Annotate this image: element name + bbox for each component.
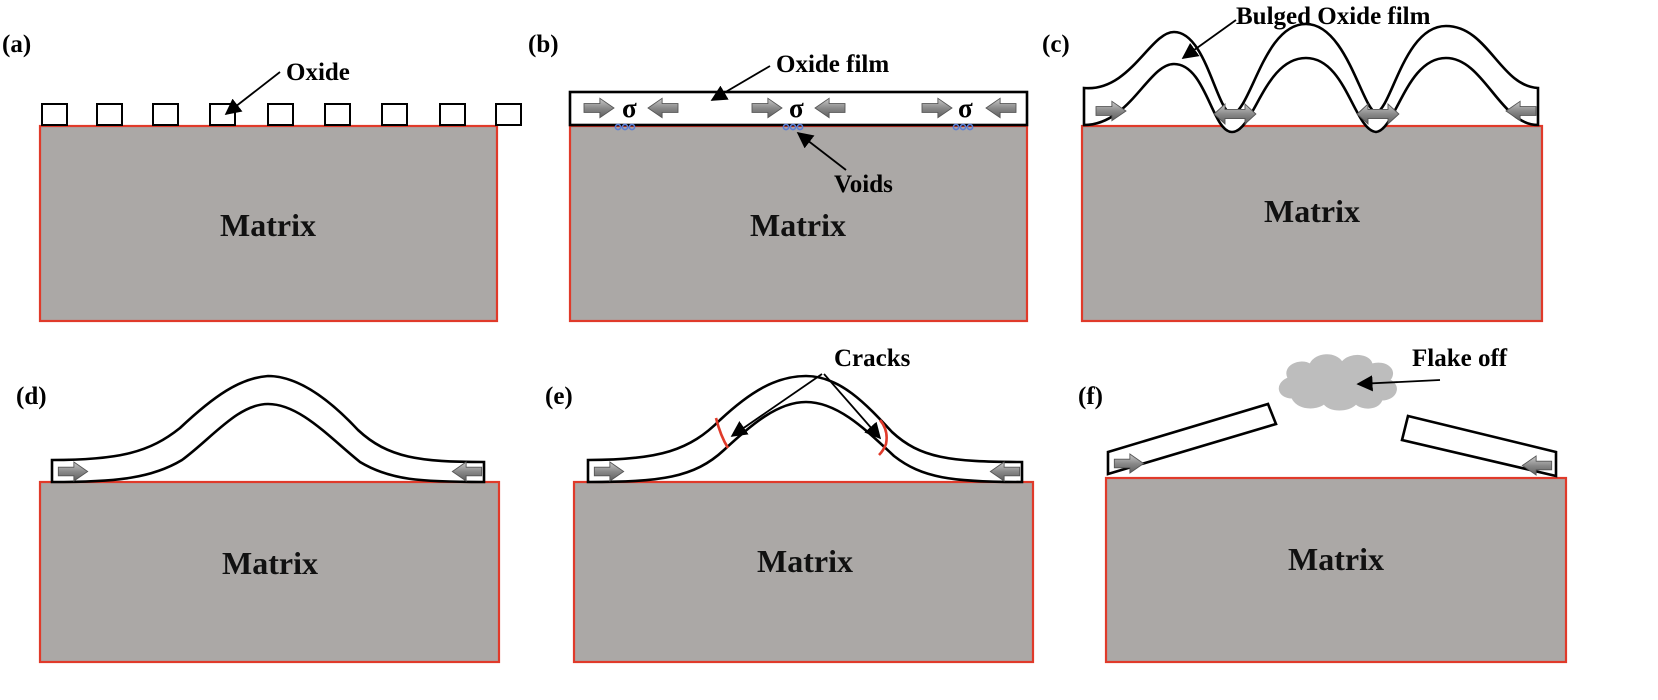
panel-f-film-right bbox=[1400, 414, 1558, 478]
crack-leader-right bbox=[823, 373, 882, 440]
panel-b-voids-label: Voids bbox=[834, 171, 893, 198]
panel-f-film-left bbox=[1106, 402, 1278, 476]
panel-c-matrix-label: Matrix bbox=[1264, 193, 1360, 229]
panel-a-matrix-label: Matrix bbox=[220, 207, 316, 243]
panel-b-letter: (b) bbox=[528, 31, 559, 58]
panel-c: (c) Bulged Oxide film Matrix bbox=[1042, 3, 1544, 323]
panel-f: (f) Flake off Matrix bbox=[1078, 345, 1568, 664]
panel-c-bulged-label: Bulged Oxide film bbox=[1236, 3, 1431, 30]
oxide-square bbox=[381, 103, 408, 126]
voids bbox=[614, 123, 974, 131]
panel-d-matrix-label: Matrix bbox=[222, 545, 318, 581]
panel-c-matrix bbox=[1080, 124, 1544, 323]
bulged-film-leader-arrow bbox=[1181, 19, 1237, 59]
crack-leader-left bbox=[730, 373, 823, 437]
panel-b: (b) σ σ σ Oxide film Voids Matrix bbox=[528, 31, 1029, 323]
panel-e-letter: (e) bbox=[545, 383, 573, 410]
panel-f-letter: (f) bbox=[1078, 383, 1103, 410]
panel-b-oxide-film-label: Oxide film bbox=[776, 51, 889, 78]
panel-c-letter: (c) bbox=[1042, 31, 1070, 58]
panel-a-oxide-squares bbox=[41, 103, 522, 126]
panel-a-letter: (a) bbox=[2, 31, 31, 58]
flake-cloud bbox=[1278, 354, 1397, 411]
panel-b-matrix bbox=[568, 124, 1029, 323]
panel-d-matrix bbox=[38, 480, 501, 664]
crack-right bbox=[878, 419, 888, 456]
panel-d-letter: (d) bbox=[16, 383, 47, 410]
panel-c-bulged-film bbox=[1082, 22, 1540, 134]
flake-leader-arrow bbox=[1356, 375, 1441, 392]
oxide-square bbox=[267, 103, 294, 126]
panel-e: (e) Cracks Matrix bbox=[545, 345, 1035, 664]
panel-a-oxide-label: Oxide bbox=[286, 59, 350, 86]
panel-f-matrix bbox=[1104, 476, 1568, 664]
stress-sigma: σ bbox=[622, 93, 637, 123]
panel-e-matrix bbox=[572, 480, 1035, 664]
panel-f-flake-label: Flake off bbox=[1412, 345, 1508, 372]
oxide-square bbox=[41, 103, 68, 126]
panel-d-buckled-film bbox=[50, 374, 486, 484]
panel-d: (d) Matrix bbox=[16, 374, 501, 664]
voids-leader-arrow bbox=[796, 132, 847, 171]
panel-b-matrix-label: Matrix bbox=[750, 207, 846, 243]
oxide-square bbox=[209, 103, 236, 126]
oxide-square bbox=[152, 103, 179, 126]
panel-a: (a) Oxide Matrix bbox=[2, 31, 522, 323]
panel-e-cracked-film bbox=[586, 374, 1024, 484]
panel-e-cracks-label: Cracks bbox=[834, 345, 911, 372]
oxide-square bbox=[96, 103, 123, 126]
oxide-film-leader-arrow bbox=[710, 65, 771, 101]
stress-sigma: σ bbox=[958, 93, 973, 123]
panel-e-matrix-label: Matrix bbox=[757, 543, 853, 579]
panel-a-leader-arrow bbox=[224, 71, 281, 115]
oxide-square bbox=[439, 103, 466, 126]
panel-a-matrix bbox=[38, 124, 499, 323]
panel-f-matrix-label: Matrix bbox=[1288, 541, 1384, 577]
crack-left bbox=[714, 417, 730, 449]
oxide-square bbox=[324, 103, 351, 126]
oxide-square bbox=[495, 103, 522, 126]
stress-sigma: σ bbox=[789, 93, 804, 123]
